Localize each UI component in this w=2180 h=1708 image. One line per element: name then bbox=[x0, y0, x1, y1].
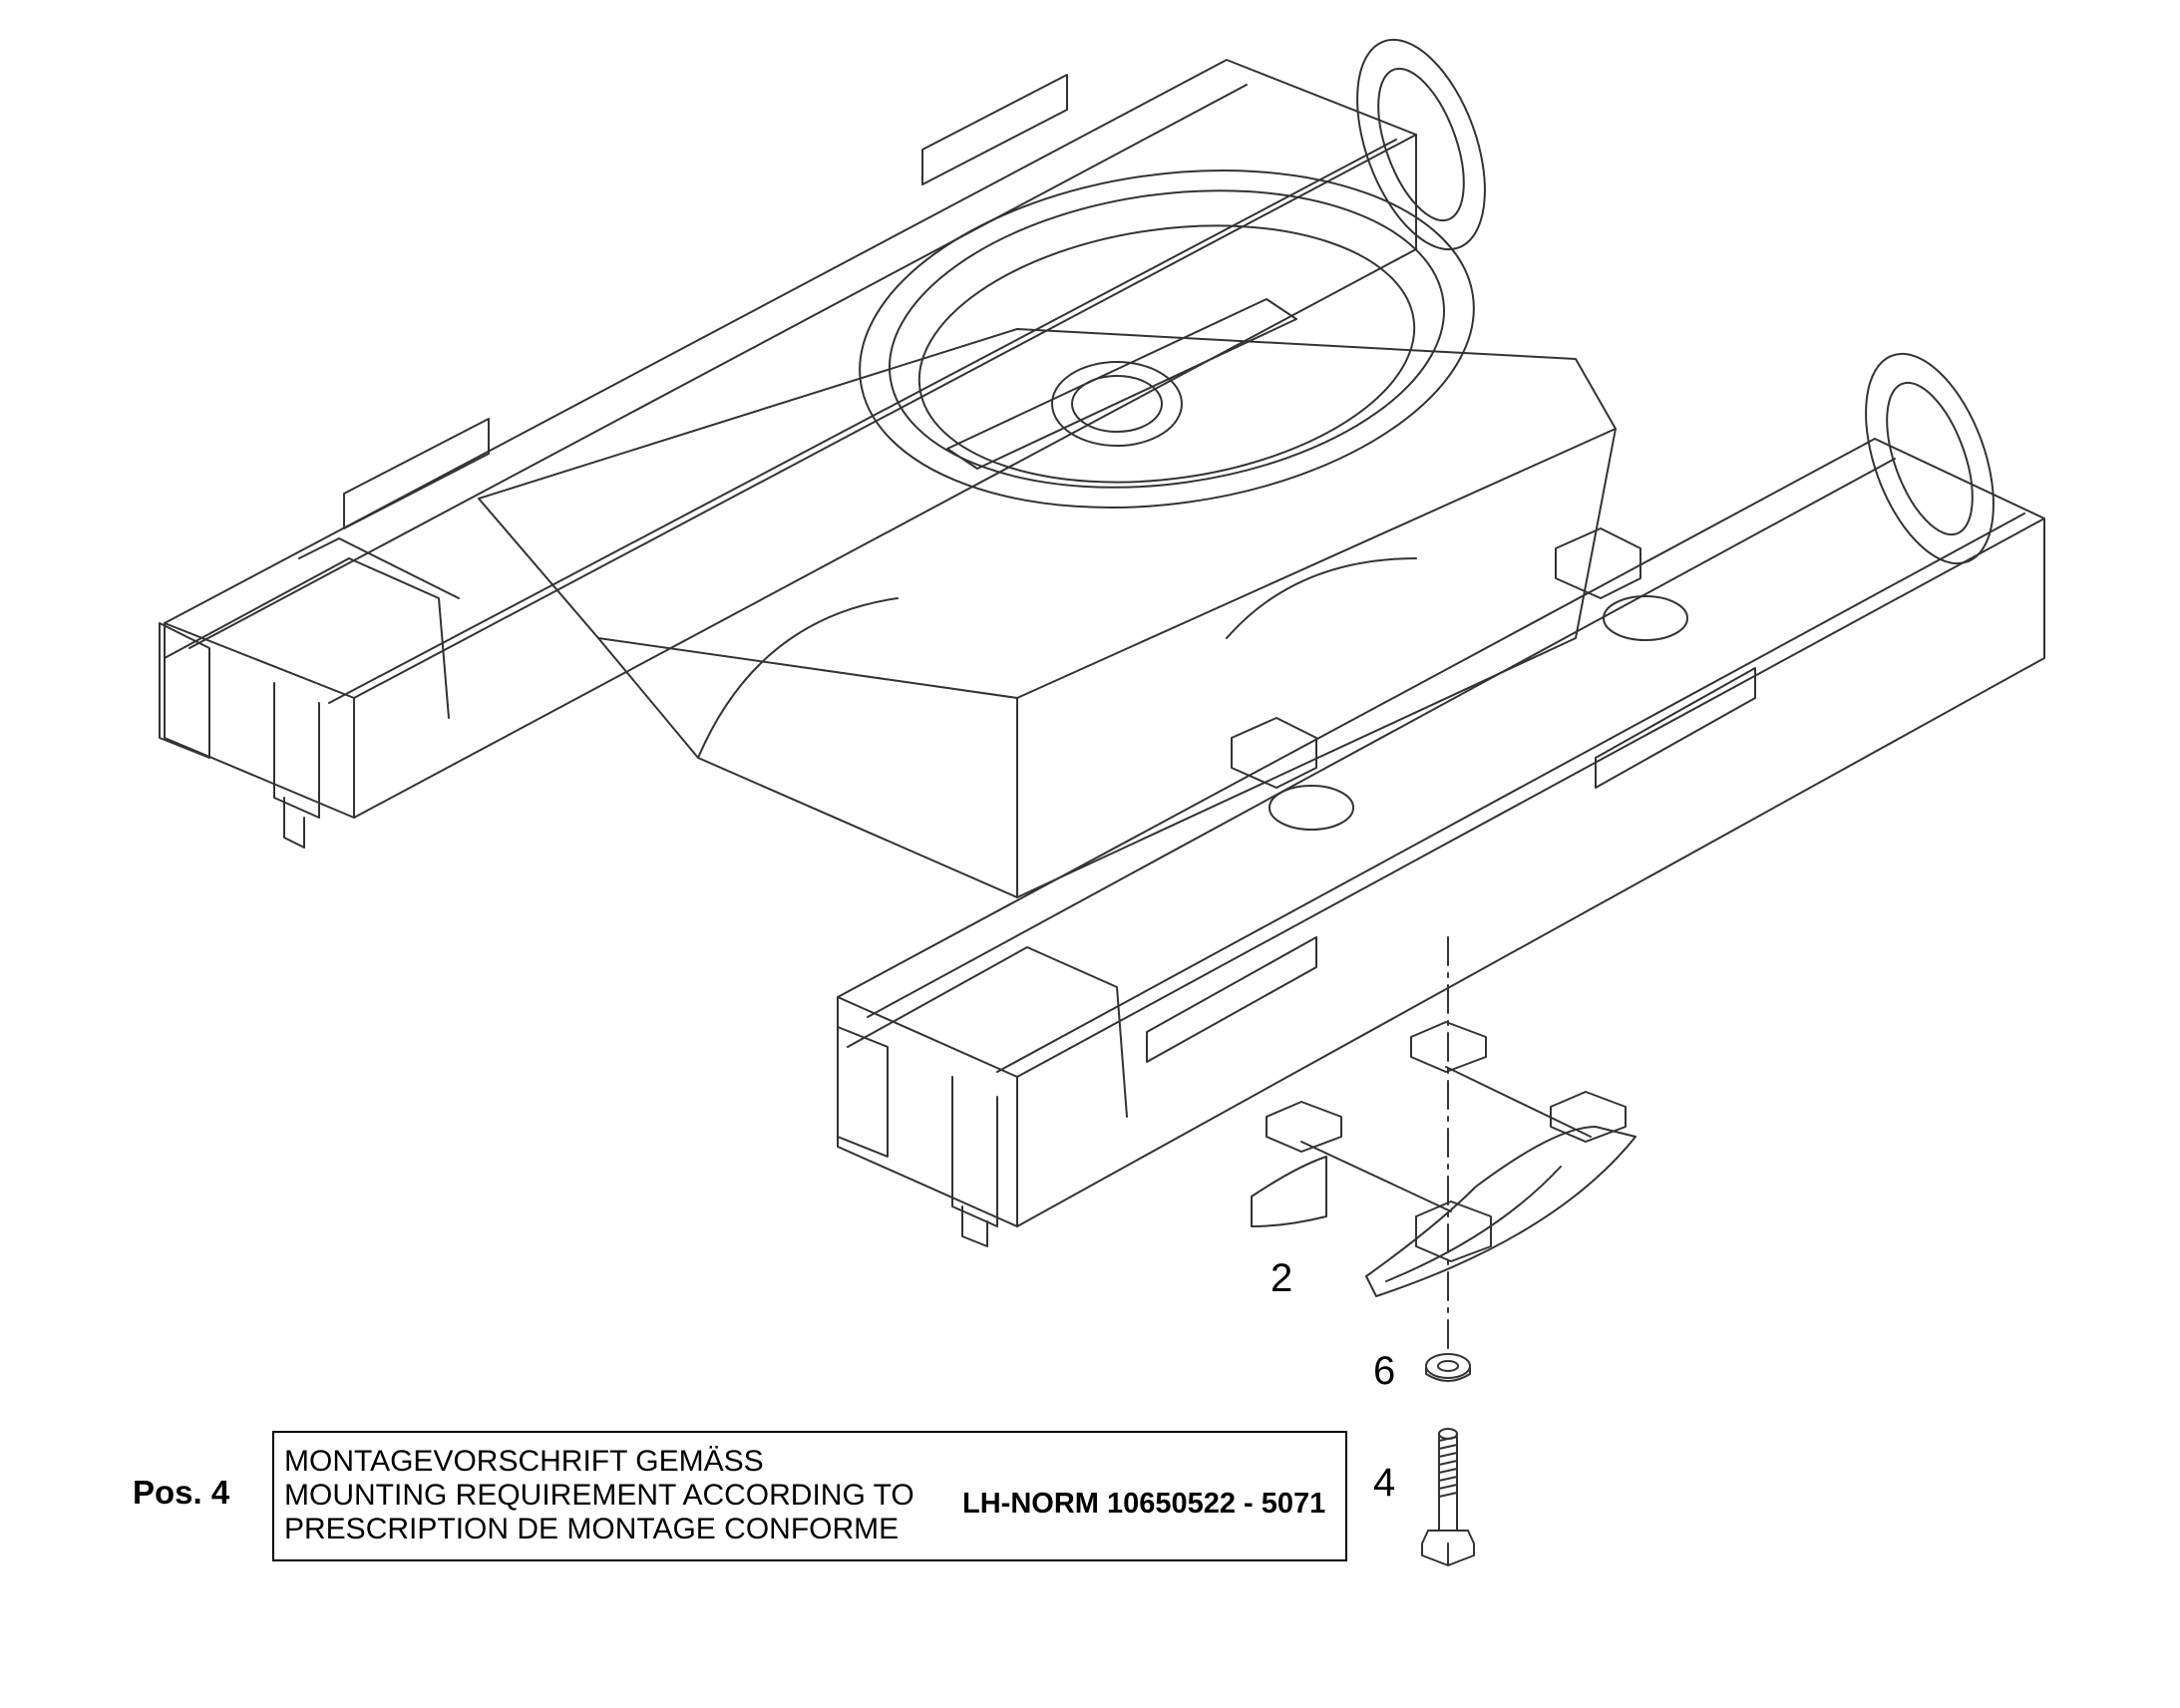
norm-reference: LH-NORM 10650522 - 5071 bbox=[962, 1488, 1326, 1520]
note-line-fr: PRESCRIPTION DE MONTAGE CONFORME bbox=[284, 1513, 900, 1545]
callout-4: 4 bbox=[1373, 1461, 1396, 1505]
pos-label: Pos. 4 bbox=[133, 1474, 230, 1511]
note-line-en: MOUNTING REQUIREMENT ACCORDING TO bbox=[284, 1479, 914, 1512]
note-line-de: MONTAGEVORSCHRIFT GEMÄSS bbox=[284, 1445, 764, 1478]
bolt-part bbox=[1421, 1428, 1475, 1566]
callout-6: 6 bbox=[1373, 1349, 1396, 1393]
washer-part bbox=[1425, 1353, 1471, 1382]
mounting-note-box: MONTAGEVORSCHRIFT GEMÄSS MOUNTING REQUIR… bbox=[272, 1431, 1347, 1561]
undercarriage-frame bbox=[159, 38, 2045, 1247]
guard-part bbox=[1251, 1021, 1636, 1297]
callout-2: 2 bbox=[1271, 1256, 1293, 1300]
